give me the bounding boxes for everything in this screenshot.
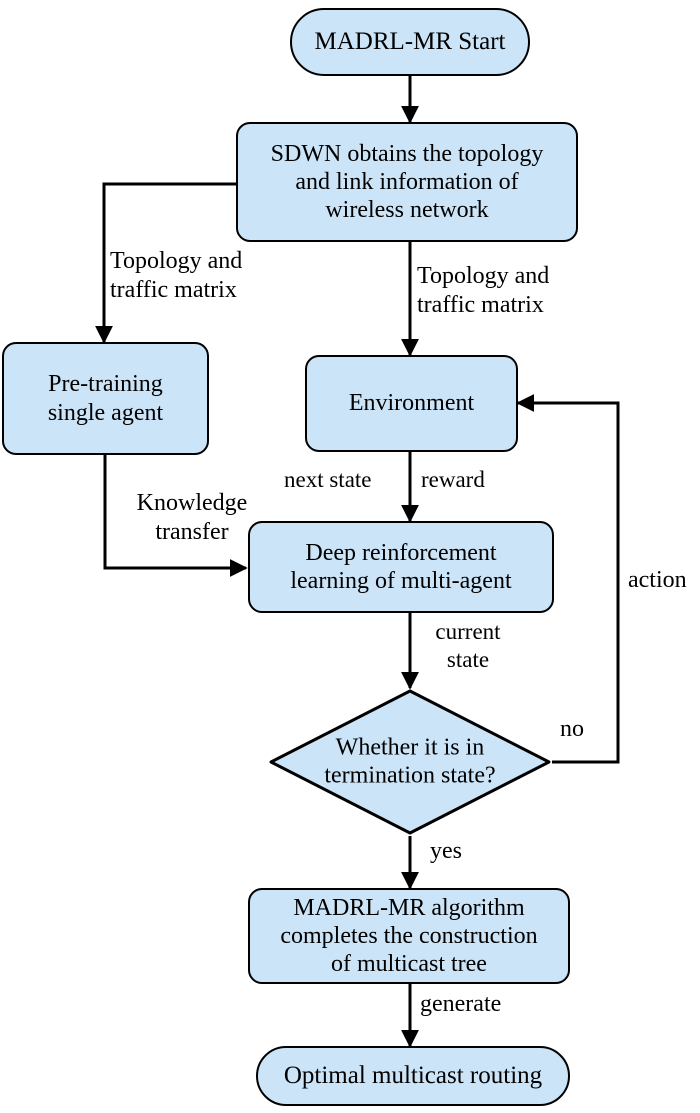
decision-diamond-shape	[269, 689, 551, 835]
node-environment-label: Environment	[348, 390, 475, 417]
node-decision-label: Whether it is in termination state?	[324, 734, 496, 789]
edge-label-topology-left: Topology and traffic matrix	[110, 248, 243, 303]
node-algorithm-label: MADRL-MR algorithm completes the constru…	[280, 894, 538, 978]
edge-label-next-state: next state	[284, 467, 372, 492]
node-sdwn[interactable]: SDWN obtains the topology and link infor…	[236, 122, 578, 242]
node-decision[interactable]: Whether it is in termination state?	[268, 688, 552, 836]
edge-pretrain-to-drl	[103, 455, 248, 577]
node-result[interactable]: Optimal multicast routing	[256, 1046, 570, 1106]
edge-label-topology-right: Topology and traffic matrix	[417, 263, 550, 318]
node-algorithm[interactable]: MADRL-MR algorithm completes the constru…	[248, 888, 570, 984]
node-pretrain[interactable]: Pre-training single agent	[2, 342, 209, 455]
node-result-label: Optimal multicast routing	[283, 1062, 543, 1090]
node-drl[interactable]: Deep reinforcement learning of multi-age…	[248, 521, 554, 613]
edge-label-reward: reward	[421, 467, 485, 492]
edge-label-action: action	[628, 567, 687, 593]
edge-sdwn-to-pretrain	[95, 182, 240, 344]
edge-label-knowledge-transfer: Knowledge transfer	[136, 490, 248, 545]
edge-label-generate: generate	[420, 991, 502, 1017]
node-start-label: MADRL-MR Start	[314, 28, 506, 56]
node-drl-label: Deep reinforcement learning of multi-age…	[290, 539, 512, 594]
node-sdwn-label: SDWN obtains the topology and link infor…	[270, 140, 544, 224]
edge-decision-no-to-environment	[516, 394, 620, 764]
edge-label-yes: yes	[430, 838, 462, 864]
node-environment[interactable]: Environment	[305, 355, 518, 452]
node-pretrain-label: Pre-training single agent	[47, 371, 164, 426]
edge-label-no: no	[560, 716, 584, 742]
node-start[interactable]: MADRL-MR Start	[290, 8, 530, 76]
edge-label-current-state: current state	[435, 619, 501, 672]
